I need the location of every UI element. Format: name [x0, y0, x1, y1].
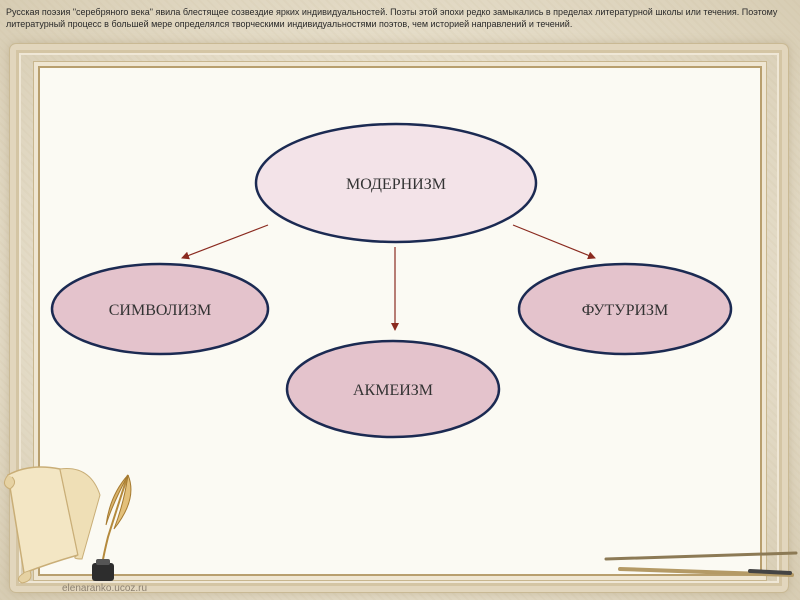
node-acmeism-label: АКМЕИЗМ — [353, 382, 433, 399]
node-symbolism-shape — [50, 262, 270, 356]
node-futurism: ФУТУРИЗМ — [517, 262, 733, 356]
node-symbolism: СИМВОЛИЗМ — [50, 262, 270, 356]
arrow-to-futurism — [512, 224, 596, 260]
node-futurism-shape — [517, 262, 733, 356]
pen-clipart — [604, 551, 798, 577]
scroll-quill-clipart — [4, 466, 132, 584]
node-acmeism: АКМЕИЗМ — [285, 339, 501, 439]
node-symbolism-label: СИМВОЛИЗМ — [109, 302, 212, 319]
node-modernism: МОДЕРНИЗМ — [254, 122, 538, 244]
decorative-frame — [9, 43, 789, 593]
arrow-to-symbolism — [181, 224, 269, 260]
node-modernism-label: МОДЕРНИЗМ — [346, 176, 446, 193]
intro-text: Русская поэзия "серебряного века" явила … — [6, 7, 778, 29]
footer-credit: elenaranko.ucoz.ru — [62, 583, 148, 594]
node-futurism-label: ФУТУРИЗМ — [582, 302, 669, 319]
node-acmeism-shape — [285, 339, 501, 439]
node-modernism-shape — [254, 122, 538, 244]
